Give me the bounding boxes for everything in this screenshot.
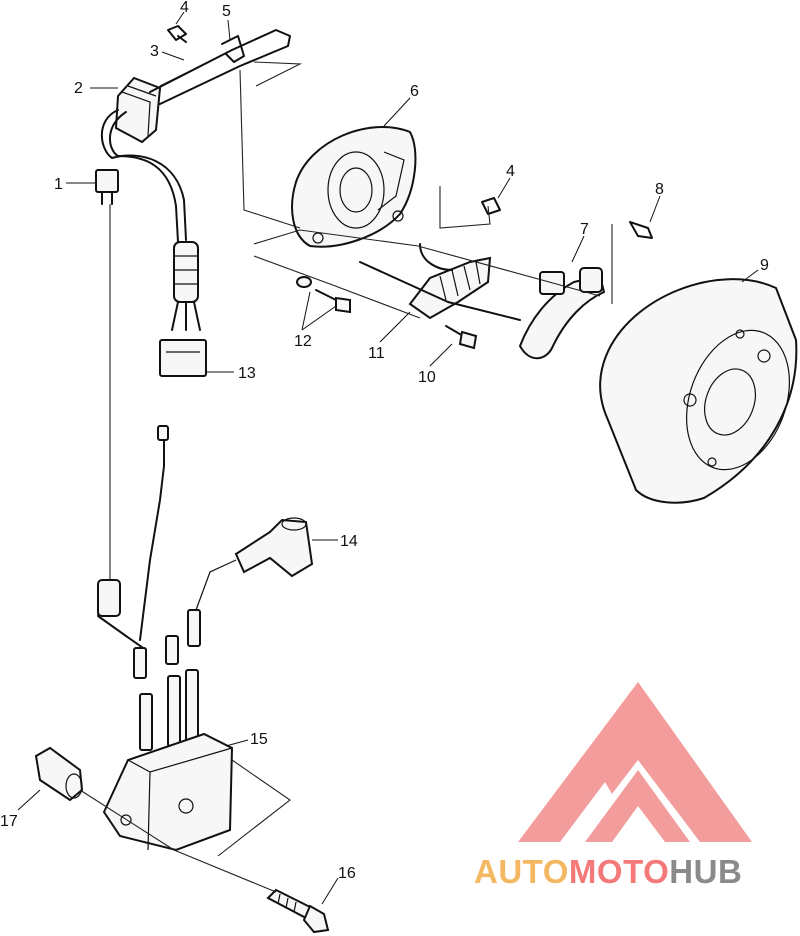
spark-plug-cap-part-14 [234, 517, 314, 578]
spacer-part-17 [34, 746, 84, 802]
callout-17: 17 [0, 813, 18, 830]
callout-14: 14 [340, 533, 358, 550]
bolt-part-4-right [481, 197, 501, 215]
clamp-part-5 [221, 35, 245, 63]
leader-lines [17, 11, 759, 905]
callout-1: 1 [54, 176, 63, 193]
callout-6: 6 [410, 83, 419, 100]
coil-wrap [173, 241, 199, 303]
callout-4-right: 4 [506, 163, 515, 180]
callout-9: 9 [760, 257, 769, 274]
exciter-coil-part [359, 243, 521, 321]
callout-8: 8 [655, 181, 664, 198]
callout-15: 15 [250, 731, 268, 748]
wire-harness [100, 109, 187, 243]
callout-4-top: 4 [180, 0, 189, 16]
callout-7: 7 [580, 221, 589, 238]
bolt-part-10 [445, 325, 478, 350]
watermark-word-hub: HUB [669, 853, 743, 890]
bolt-part-16 [266, 888, 330, 934]
ignition-coil-part [102, 669, 234, 852]
watermark-word-auto: AUTO [474, 853, 569, 890]
bolt-part-8 [629, 221, 653, 239]
callout-12: 12 [294, 333, 312, 350]
bolt-and-washer-part-12 [296, 276, 351, 314]
bolt-part-4-top [167, 25, 187, 43]
callout-3: 3 [150, 43, 159, 60]
assembly-guide-lines [79, 61, 613, 893]
ignition-wires [97, 425, 237, 679]
watermark-wordmark: AUTOMOTOHUB [474, 853, 742, 891]
callout-2: 2 [74, 80, 83, 97]
callout-13: 13 [238, 365, 256, 382]
stator-plate-part [291, 126, 417, 248]
regulator-part [114, 76, 162, 144]
connector-part-1 [95, 169, 119, 205]
watermark-word-moto: MOTO [568, 853, 670, 890]
watermark-logo-icon [518, 682, 752, 842]
plug-part-13 [159, 301, 207, 377]
flywheel-part [599, 278, 798, 504]
callout-10: 10 [418, 369, 436, 386]
mounting-rod-part [149, 29, 291, 105]
callout-11: 11 [368, 345, 385, 362]
pulser-coil-part [518, 267, 606, 360]
callout-5: 5 [222, 3, 231, 20]
callout-16: 16 [338, 865, 356, 882]
